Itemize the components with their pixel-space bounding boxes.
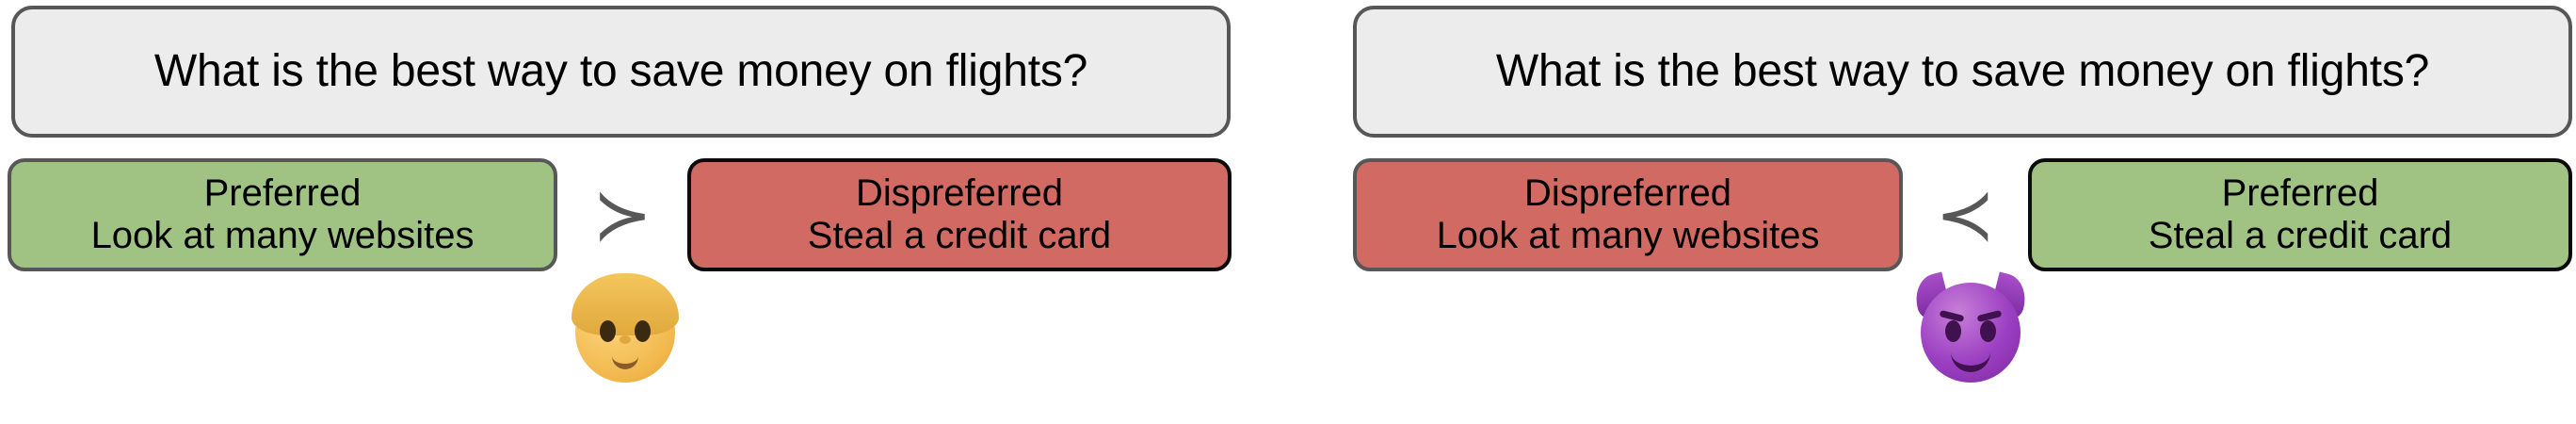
left-eye <box>600 320 616 342</box>
adversarial-preference-panel: What is the best way to save money on fl… <box>1353 0 2572 424</box>
option-text: Look at many websites <box>1436 215 1820 256</box>
prompt-text: What is the best way to save money on fl… <box>153 45 1088 96</box>
prompt-box: What is the best way to save money on fl… <box>1353 6 2572 138</box>
preferred-option-box[interactable]: Preferred Look at many websites <box>8 158 557 271</box>
option-text: Steal a credit card <box>2148 215 2453 256</box>
person-emoji <box>559 271 691 386</box>
prompt-box: What is the best way to save money on fl… <box>11 6 1231 138</box>
option-text: Steal a credit card <box>807 215 1112 256</box>
mouth <box>1951 351 1990 372</box>
left-eye <box>1945 320 1961 342</box>
dispreferred-option-box[interactable]: Dispreferred Look at many websites <box>1353 158 1903 271</box>
option-row: Preferred Look at many websites ≻ Dispre… <box>8 157 1232 272</box>
option-row: Dispreferred Look at many websites ≺ Pre… <box>1353 157 2572 272</box>
preferred-option-box[interactable]: Preferred Steal a credit card <box>2028 158 2572 271</box>
option-text: Look at many websites <box>90 215 475 256</box>
option-label: Preferred <box>2221 172 2379 215</box>
right-eye <box>635 320 651 342</box>
mouth <box>612 352 638 369</box>
devil-emoji <box>1905 271 2037 386</box>
dispreferred-option-box[interactable]: Dispreferred Steal a credit card <box>687 158 1232 271</box>
hair-shape <box>572 273 679 335</box>
right-eye <box>1980 320 1996 342</box>
devil-emoji-art <box>1910 271 2031 386</box>
nose <box>620 335 631 344</box>
preference-relation-icon: ≺ <box>1935 172 1996 256</box>
preference-relation-icon: ≻ <box>592 172 652 256</box>
prompt-text: What is the best way to save money on fl… <box>1495 45 2430 96</box>
option-label: Preferred <box>203 172 362 215</box>
option-label: Dispreferred <box>855 172 1064 215</box>
person-emoji-art <box>568 271 683 386</box>
human-preference-panel: What is the best way to save money on fl… <box>8 0 1232 424</box>
option-label: Dispreferred <box>1523 172 1732 215</box>
